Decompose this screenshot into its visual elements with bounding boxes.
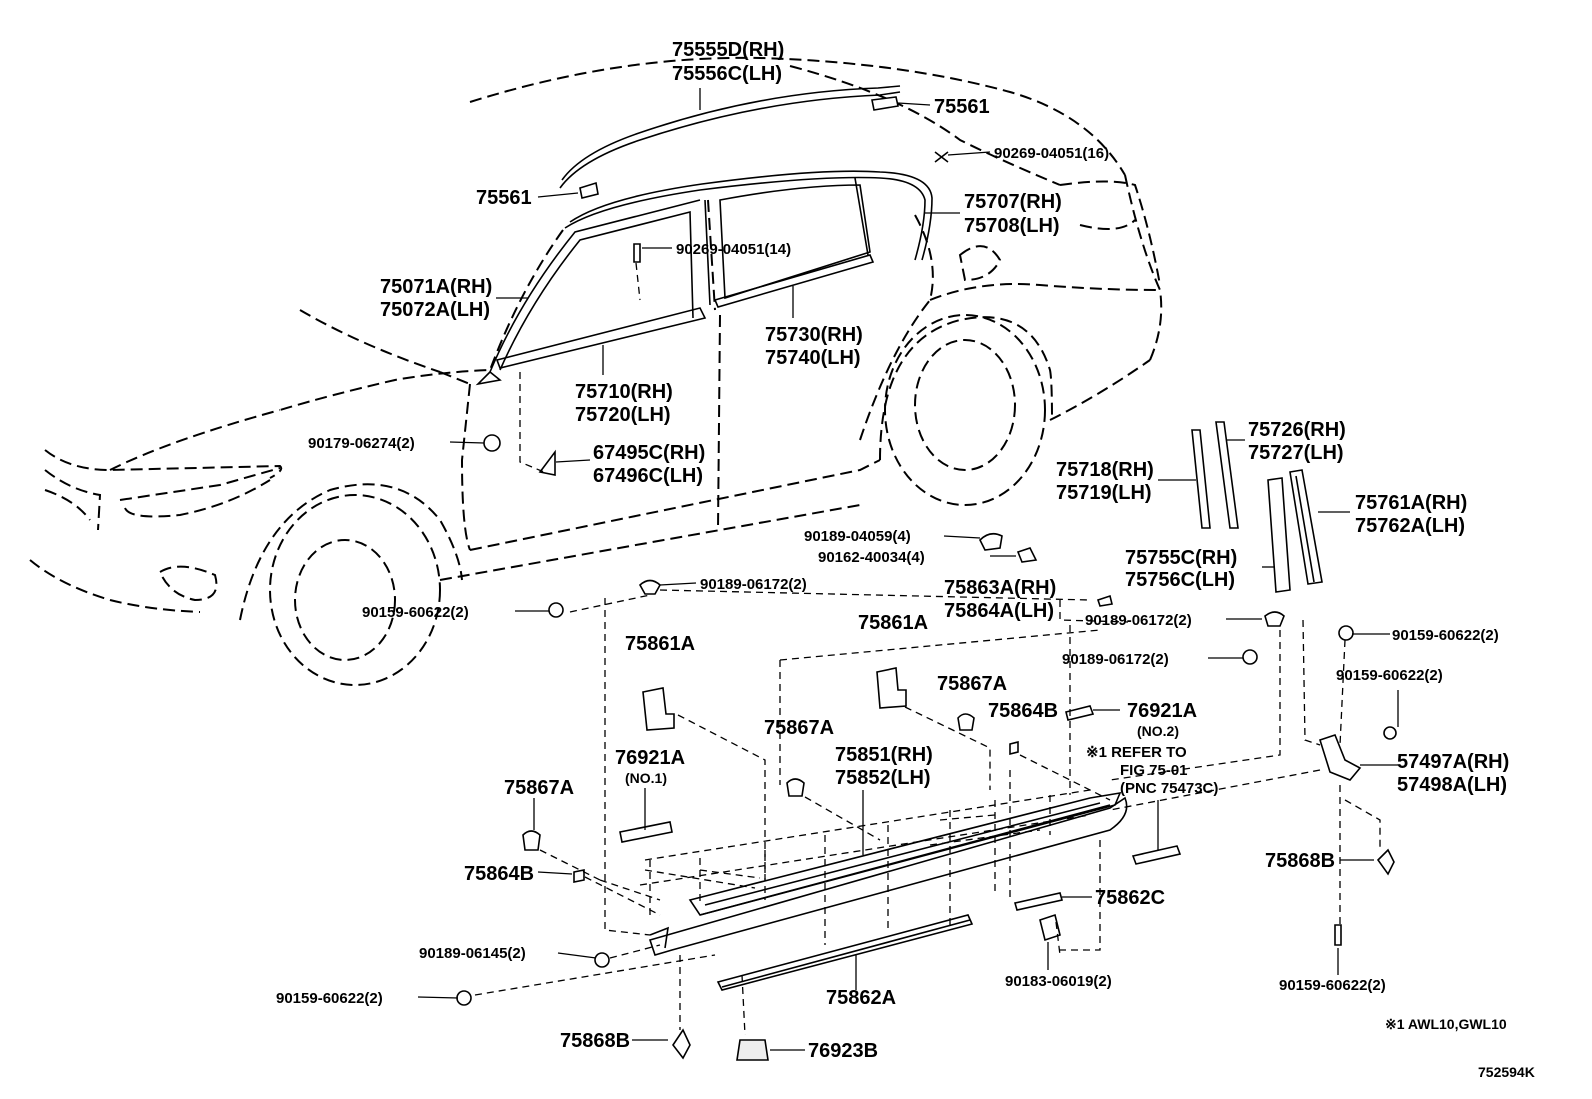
- label-75762A: 75762A(LH): [1355, 515, 1465, 537]
- label-75708: 75708(LH): [964, 215, 1060, 237]
- label-75555D: 75555D(RH): [672, 39, 784, 61]
- label-refer-line1: ※1 REFER TO: [1086, 744, 1187, 761]
- label-75561-left: 75561: [476, 187, 532, 209]
- leader-lines: [417, 88, 1399, 1051]
- label-75727: 75727(LH): [1248, 442, 1344, 464]
- label-refer-line3: (PNC 75473C): [1120, 780, 1218, 797]
- label-75071A: 75071A(RH): [380, 276, 492, 298]
- label-75710: 75710(RH): [575, 381, 673, 403]
- label-75720: 75720(LH): [575, 404, 671, 426]
- label-75561-top: 75561: [934, 96, 990, 118]
- label-75755C: 75755C(RH): [1125, 547, 1237, 569]
- label-75867A-b: 75867A: [764, 717, 834, 739]
- label-90179: 90179-06274(2): [308, 435, 415, 452]
- label-76921A-2-no: (NO.2): [1137, 723, 1179, 739]
- label-67495C: 67495C(RH): [593, 442, 705, 464]
- label-90189-06172-c: 90189-06172(2): [1062, 651, 1169, 668]
- label-76921A-2: 76921A: [1127, 700, 1197, 722]
- figure-id: 752594K: [1478, 1064, 1535, 1080]
- label-57498A: 57498A(LH): [1397, 774, 1507, 796]
- label-75868B-b: 75868B: [560, 1030, 630, 1052]
- label-75072A: 75072A(LH): [380, 299, 490, 321]
- label-75718: 75718(RH): [1056, 459, 1154, 481]
- label-90159-a: 90159-60622(2): [362, 604, 469, 621]
- label-76921A-1-no: (NO.1): [625, 770, 667, 786]
- label-75740: 75740(LH): [765, 347, 861, 369]
- label-67496C: 67496C(LH): [593, 465, 703, 487]
- label-57497A: 57497A(RH): [1397, 751, 1509, 773]
- label-75726: 75726(RH): [1248, 419, 1346, 441]
- label-75861A-b: 75861A: [858, 612, 928, 634]
- label-90189-06172-b: 90189-06172(2): [1085, 612, 1192, 629]
- label-90162: 90162-40034(4): [818, 549, 925, 566]
- label-75730: 75730(RH): [765, 324, 863, 346]
- label-75719: 75719(LH): [1056, 482, 1152, 504]
- label-75862A: 75862A: [826, 987, 896, 1009]
- car-body-outline: [29, 56, 1163, 686]
- roof-molding-parts: [475, 85, 933, 386]
- label-90183: 90183-06019(2): [1005, 973, 1112, 990]
- label-75556C: 75556C(LH): [672, 63, 782, 85]
- label-90189-04059: 90189-04059(4): [804, 528, 911, 545]
- label-75867A-a: 75867A: [937, 673, 1007, 695]
- label-90159-b: 90159-60622(2): [1392, 627, 1499, 644]
- pillar-garnish-parts: [1191, 421, 1323, 593]
- label-refer-line2: FIG 75-01: [1120, 762, 1188, 779]
- label-75756C: 75756C(LH): [1125, 569, 1235, 591]
- label-75851: 75851(RH): [835, 744, 933, 766]
- rocker-panel-assembly: [599, 789, 1128, 991]
- label-90159-d: 90159-60622(2): [276, 990, 383, 1007]
- label-90159-c: 90159-60622(2): [1336, 667, 1443, 684]
- label-75707: 75707(RH): [964, 191, 1062, 213]
- label-90269-16: 90269-04051(16): [994, 145, 1109, 162]
- hardware-parts: [456, 96, 1397, 1061]
- label-75864A: 75864A(LH): [944, 600, 1054, 622]
- callout-labels: 75555D(RH) 75556C(LH) 75561 90269-04051(…: [276, 39, 1535, 1080]
- label-75862C: 75862C: [1095, 887, 1165, 909]
- label-90269-14: 90269-04051(14): [676, 241, 791, 258]
- label-75861A-a: 75861A: [625, 633, 695, 655]
- label-75761A: 75761A(RH): [1355, 492, 1467, 514]
- label-75863A: 75863A(RH): [944, 577, 1056, 599]
- label-90189-06172-a: 90189-06172(2): [700, 576, 807, 593]
- label-75867A-c: 75867A: [504, 777, 574, 799]
- label-75864B-a: 75864B: [988, 700, 1058, 722]
- label-75852: 75852(LH): [835, 767, 931, 789]
- label-90159-e: 90159-60622(2): [1279, 977, 1386, 994]
- label-90189-06145: 90189-06145(2): [419, 945, 526, 962]
- label-75868B-a: 75868B: [1265, 850, 1335, 872]
- footnote-model-codes: ※1 AWL10,GWL10: [1385, 1016, 1507, 1032]
- label-76923B: 76923B: [808, 1040, 878, 1062]
- label-76921A-1: 76921A: [615, 747, 685, 769]
- label-75864B-b: 75864B: [464, 863, 534, 885]
